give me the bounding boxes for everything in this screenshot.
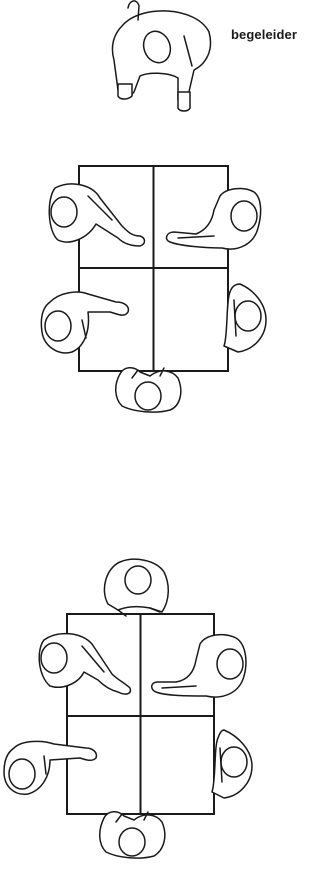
supervisor-figure	[111, 0, 212, 112]
student-2-top-right	[165, 187, 262, 250]
student-3-bottom-left	[40, 291, 130, 354]
student-11-bottom	[99, 811, 166, 859]
table-group-1	[40, 165, 267, 413]
student-10-right-lower	[211, 729, 253, 799]
table-group-2	[3, 558, 253, 859]
student-6-top	[103, 558, 169, 617]
student-4-right-middle	[223, 283, 267, 353]
student-5-bottom	[115, 367, 182, 413]
student-1-top-left	[48, 183, 146, 247]
student-8-upper-right	[151, 633, 247, 698]
supervisor-label: begeleider	[231, 27, 298, 42]
student-9-lower-left	[3, 740, 98, 795]
student-7-upper-left	[38, 632, 132, 695]
